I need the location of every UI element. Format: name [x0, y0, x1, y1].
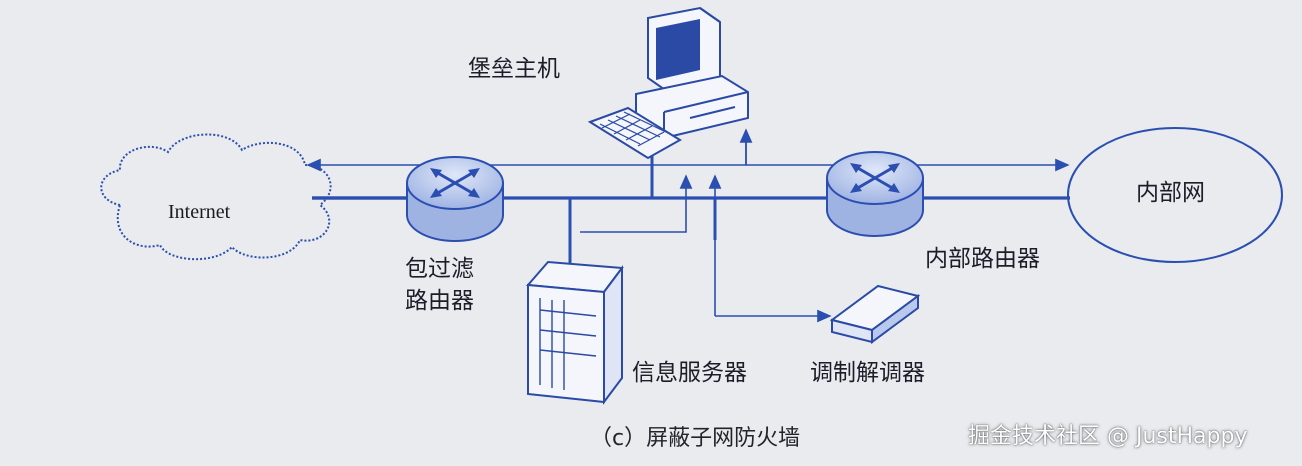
figure-caption: （c）屏蔽子网防火墙: [590, 426, 801, 451]
bastion-host-computer-icon: [587, 6, 749, 160]
arrow-bastion-to-internet: [306, 130, 747, 172]
info-server-label: 信息服务器: [632, 360, 747, 386]
arrow-server-to-bastion: [580, 174, 693, 233]
internet-cloud: [100, 133, 332, 261]
internal-network-ellipse: [1067, 127, 1283, 263]
internal-router-label: 内部路由器: [925, 246, 1040, 272]
packet-filter-router-label-1: 包过滤: [405, 256, 474, 282]
internet-label: Internet: [168, 201, 231, 223]
bastion-host-label: 堡垒主机: [468, 56, 560, 82]
modem-label: 调制解调器: [810, 360, 925, 386]
modem-icon: [829, 284, 921, 344]
internal-router-icon: [826, 151, 924, 237]
internal-network-label: 内部网: [1136, 180, 1205, 206]
packet-filter-router-label-2: 路由器: [405, 288, 474, 314]
watermark: 掘金技术社区 @ JustHappy: [968, 424, 1248, 449]
packet-filter-router-icon: [406, 156, 504, 242]
info-server-icon: [525, 260, 624, 405]
